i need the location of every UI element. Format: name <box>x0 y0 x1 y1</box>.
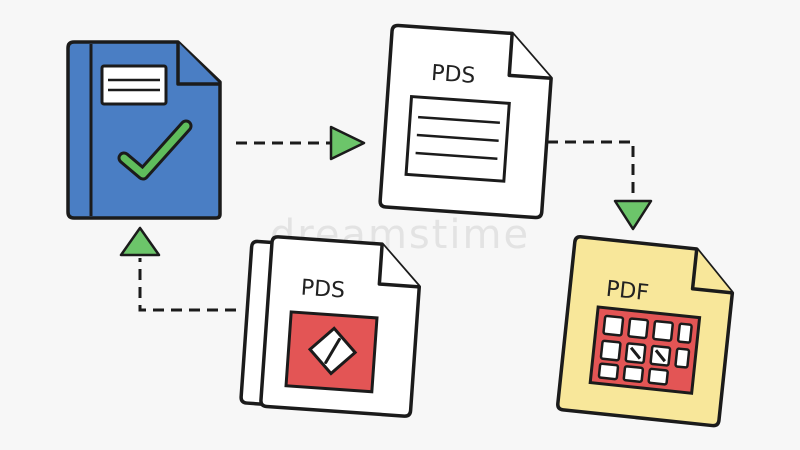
pdf-document-label: PDF <box>605 277 650 306</box>
grid-cell <box>622 365 645 383</box>
pds-document-label: PDS <box>430 61 476 89</box>
pds-document-node: PDS <box>378 23 553 220</box>
grid-cell-marked <box>654 349 667 363</box>
arrow-pds-to-pdf <box>547 140 653 231</box>
arrowhead-down-icon <box>613 199 653 231</box>
pds-stack-node: PDS <box>239 235 422 418</box>
grid-cell-marked <box>629 346 642 360</box>
folder-label-card <box>100 64 168 106</box>
grid-cell <box>599 339 622 362</box>
grid-cell <box>597 362 620 381</box>
arrow-stack-to-folder <box>119 226 236 312</box>
approved-folder-node <box>66 40 222 220</box>
arrowhead-right-icon <box>329 125 366 161</box>
document-fold <box>377 244 420 289</box>
document-fold <box>690 248 733 295</box>
grid-cell <box>676 322 693 344</box>
stamp-slash <box>324 337 341 364</box>
grid-cell <box>674 347 691 369</box>
text-line <box>415 151 498 160</box>
document-fold <box>507 33 552 81</box>
check-icon-fill <box>120 122 190 178</box>
dashed-connector <box>547 140 635 200</box>
text-line <box>418 115 500 125</box>
grid-cell <box>602 314 625 337</box>
arrow-folder-to-pds <box>236 125 366 161</box>
text-line <box>416 133 499 142</box>
grid-cell <box>647 367 669 386</box>
grid-cell <box>652 319 674 342</box>
folder-fold <box>176 42 220 86</box>
pds-stack-label: PDS <box>300 276 346 304</box>
dashed-connector <box>138 258 236 312</box>
pdf-document-node: PDF <box>556 235 735 428</box>
arrowhead-up-icon <box>119 226 161 257</box>
grid-cell <box>627 317 650 340</box>
